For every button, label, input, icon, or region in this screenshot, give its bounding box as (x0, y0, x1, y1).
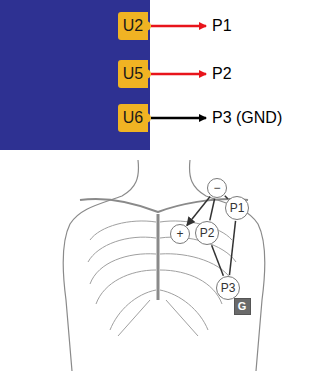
pin-pad: U6 (118, 104, 148, 132)
circuit-board (0, 0, 150, 150)
lead-line (225, 196, 228, 199)
ground-electrode: G (234, 298, 251, 315)
electrode-negative: − (207, 178, 227, 198)
node-text: + (176, 228, 183, 240)
node-text: − (213, 182, 220, 194)
signal-label: P1 (212, 18, 232, 34)
lead-line (212, 245, 224, 276)
signal-arrow (151, 73, 206, 76)
electrode-positive: + (170, 224, 190, 244)
node-text: G (238, 301, 247, 312)
node-text: U5 (123, 66, 143, 82)
torso-outline (63, 160, 264, 371)
rib-cage (88, 221, 236, 336)
electrode: P2 (195, 221, 219, 245)
electrode: P3 (216, 276, 240, 300)
node-text: P2 (200, 227, 215, 239)
node-text: U6 (123, 110, 143, 126)
pin-pad: U5 (118, 60, 148, 88)
signal-label: P3 (GND) (212, 110, 282, 126)
electrode: P1 (225, 196, 249, 220)
node-text: P1 (230, 202, 245, 214)
ground-arrow (151, 117, 206, 120)
signal-label: P2 (212, 66, 232, 82)
lead-line (229, 221, 235, 275)
node-text: U2 (123, 18, 143, 34)
node-text: P3 (221, 282, 236, 294)
lead-line (210, 199, 215, 221)
pin-pad: U2 (118, 12, 148, 40)
signal-arrow (151, 25, 206, 28)
